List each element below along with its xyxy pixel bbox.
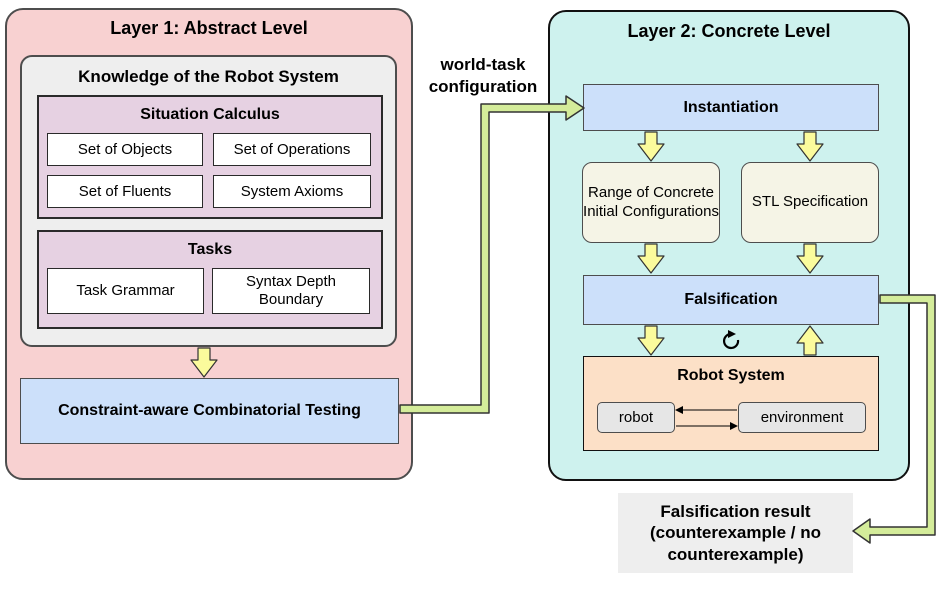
green-result-arrow xyxy=(852,294,936,544)
yellow-arrow-down xyxy=(637,325,665,356)
robot-system-title: Robot System xyxy=(677,367,785,384)
knowledge-title: Knowledge of the Robot System xyxy=(78,67,339,86)
yellow-arrow-down xyxy=(637,131,665,162)
world-task-configuration-label: world-task configuration xyxy=(428,55,538,97)
yellow-arrow-down xyxy=(190,347,218,378)
connector-arrow-to-instantiation xyxy=(400,98,583,405)
situation-item: Set of Objects xyxy=(47,133,203,166)
yellow-arrow-down xyxy=(796,131,824,162)
situation-item: Set of Fluents xyxy=(47,175,203,208)
yellow-arrow-down xyxy=(637,243,665,274)
yellow-arrow-up xyxy=(796,325,824,356)
task-item: Task Grammar xyxy=(47,268,204,314)
situation-item: Set of Operations xyxy=(213,133,371,166)
stl-specification-box: STL Specification xyxy=(741,162,879,243)
task-item: Syntax Depth Boundary xyxy=(212,268,370,314)
initial-configurations-box: Range of Concrete Initial Configurations xyxy=(582,162,720,243)
environment-node: environment xyxy=(738,402,866,433)
tasks-title: Tasks xyxy=(187,241,233,258)
falsification-result-box: Falsification result (counterexample / n… xyxy=(618,493,853,573)
refresh-icon xyxy=(722,330,740,350)
layer2-title: Layer 2: Concrete Level xyxy=(627,21,831,41)
yellow-arrow-down xyxy=(796,243,824,274)
layer1-title: Layer 1: Abstract Level xyxy=(110,18,308,38)
green-connector-arrow xyxy=(399,95,585,414)
situation-calculus-title: Situation Calculus xyxy=(140,106,280,123)
instantiation-box: Instantiation xyxy=(583,84,879,131)
combinatorial-testing-box: Constraint-aware Combinatorial Testing xyxy=(20,378,399,444)
robot-node: robot xyxy=(597,402,675,433)
situation-item: System Axioms xyxy=(213,175,371,208)
falsification-box: Falsification xyxy=(583,275,879,325)
